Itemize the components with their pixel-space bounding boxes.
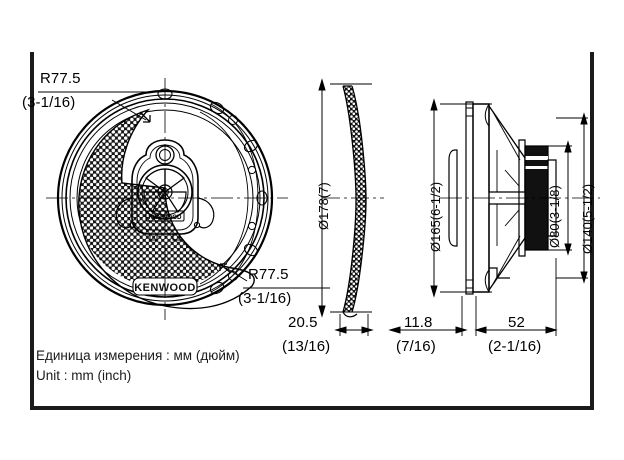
dimension-flange-depth-fraction: (7/16) bbox=[396, 338, 436, 355]
section-view bbox=[440, 101, 600, 295]
callout-radius-top-value: R77.5 bbox=[40, 70, 81, 87]
dimension-body-depth-value: 52 bbox=[508, 314, 525, 331]
callout-radius-bottom-value: R77.5 bbox=[248, 266, 289, 283]
units-note-russian: Единица измерения : мм (дюйм) bbox=[36, 348, 240, 363]
dimension-grille-depth-value: 20.5 bbox=[288, 314, 318, 331]
frame-border-right bbox=[590, 52, 594, 410]
frame-border-bottom bbox=[30, 406, 594, 410]
dimension-frame-diameter: Ø165(6-1/2) bbox=[428, 181, 443, 252]
dimension-basket-diameter: Ø140(5-1/2) bbox=[580, 183, 595, 254]
dimension-grille-diameter: Ø178(7) bbox=[316, 182, 331, 230]
callout-radius-bottom-fraction: (3-1/16) bbox=[238, 290, 292, 307]
dimension-magnet-diameter: Ø80(3-1/8) bbox=[547, 185, 562, 248]
grille-side-view bbox=[322, 85, 384, 318]
dimension-grille-depth-fraction: (13/16) bbox=[282, 338, 331, 355]
frame-border-left bbox=[30, 52, 34, 410]
callout-radius-top-fraction: (3-1/16) bbox=[22, 94, 76, 111]
dimension-lines bbox=[38, 78, 588, 336]
dimension-body-depth-fraction: (2-1/16) bbox=[488, 338, 542, 355]
units-note-english: Unit : mm (inch) bbox=[36, 368, 132, 383]
front-view: KENWOOD KENWOOD bbox=[46, 78, 288, 320]
dimension-flange-depth-value: 11.8 bbox=[404, 314, 433, 331]
